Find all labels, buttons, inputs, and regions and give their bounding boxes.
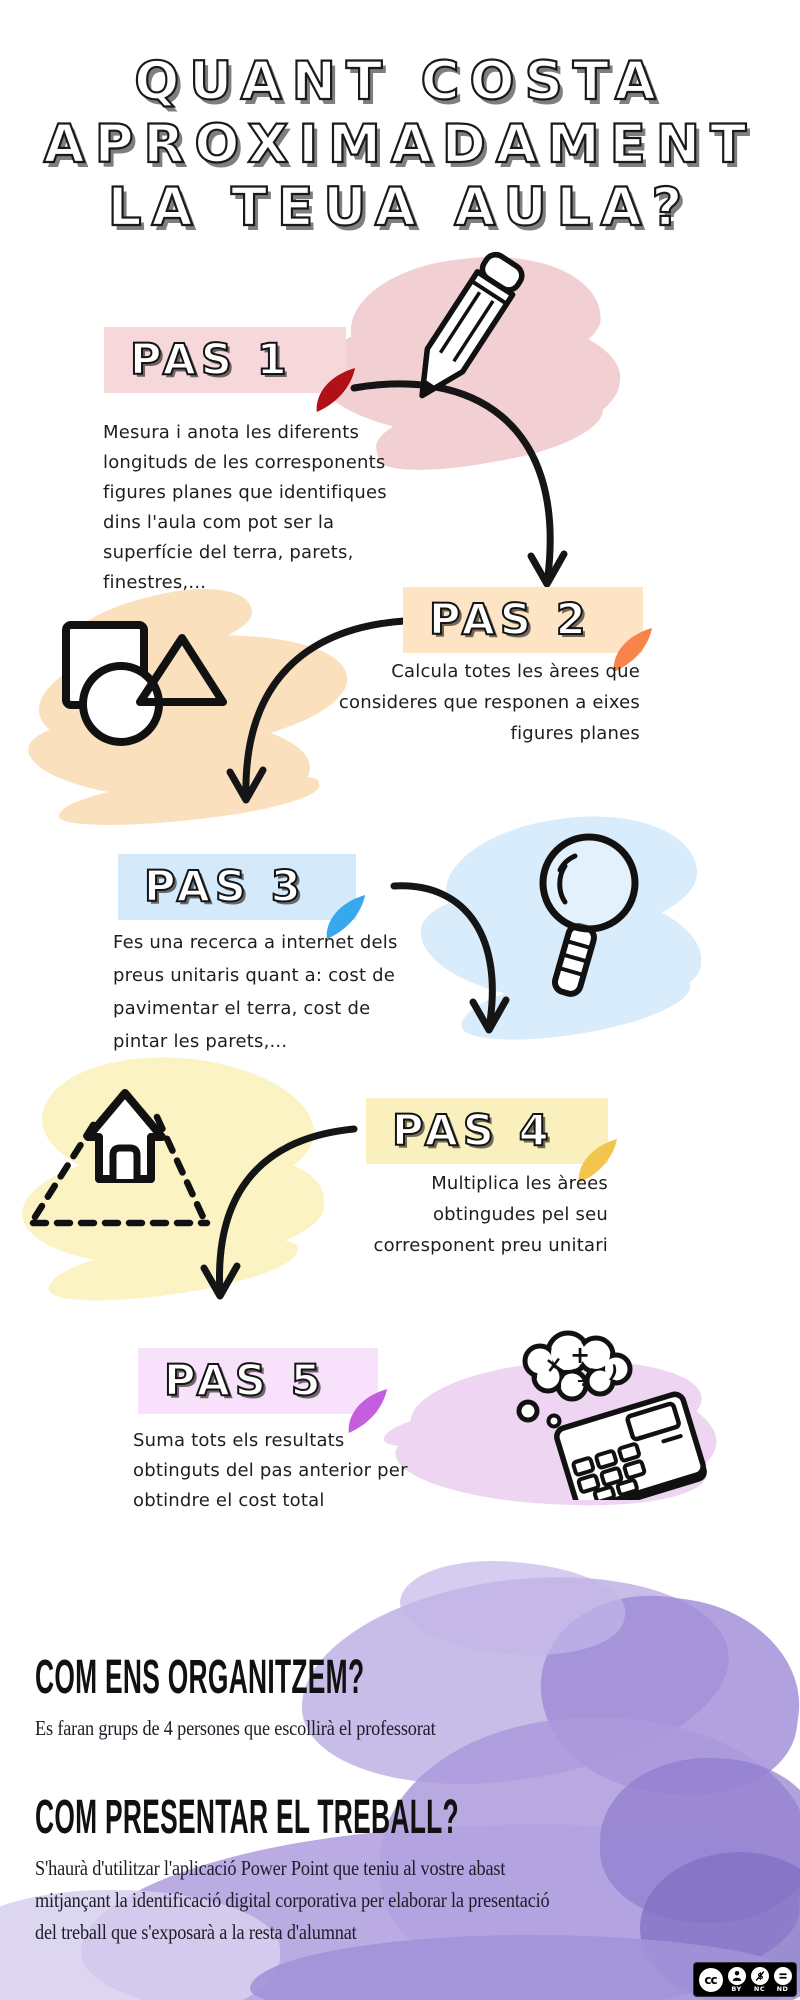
title-line-2: APROXIMADAMENT — [43, 113, 757, 176]
step-2-description: Calcula totes les àrees que consideres q… — [338, 661, 640, 744]
arrow-step2-to-step3 — [226, 617, 408, 804]
title-line-3: LA TEUA AULA? — [107, 176, 693, 239]
cc-logo-icon: cc — [698, 1967, 723, 1992]
calculator-icon: × + ÷ ) — [468, 1315, 718, 1516]
fold-corner-icon — [326, 894, 366, 940]
title-line-1: QUANT COSTA — [133, 50, 666, 113]
step-label-text: PAS 2 — [428, 594, 591, 646]
section-heading-organitzem: COM ENS ORGANITZEM? — [35, 1651, 365, 1704]
fold-corner-icon — [316, 367, 356, 413]
step-label-text: PAS 1 — [129, 334, 292, 386]
cc-license-badge[interactable]: cc BY $ NC ND — [693, 1962, 797, 1997]
arrow-step4-to-step5 — [200, 1125, 358, 1300]
section-body-presentar: S'haurà d'utilitzar l'aplicació Power Po… — [35, 1856, 550, 1944]
cc-nc-dollar-icon: $ — [750, 1966, 769, 1985]
step-label-pas-2: PAS 2 — [403, 587, 653, 673]
step-label-text: PAS 5 — [163, 1355, 326, 1407]
cc-nd-item: ND — [773, 1966, 792, 1993]
cc-nc-item: $ NC — [750, 1966, 769, 1993]
cc-nd-label: ND — [776, 1984, 789, 1993]
fold-corner-icon — [578, 1138, 618, 1184]
step-label-pas-1: PAS 1 — [104, 327, 356, 413]
step-5-description: Suma tots els resultats obtinguts del pa… — [133, 1430, 408, 1511]
section-heading-presentar: COM PRESENTAR EL TREBALL? — [35, 1791, 459, 1844]
step-3-description: Fes una recerca a internet dels preus un… — [113, 932, 398, 1052]
geometric-shapes-icon — [50, 610, 235, 764]
svg-text:+: + — [570, 1341, 590, 1369]
fold-corner-icon — [348, 1388, 388, 1434]
cc-by-person-icon — [727, 1966, 746, 1985]
cc-by-label: BY — [731, 1984, 742, 1993]
svg-text:$: $ — [757, 1972, 763, 1982]
purple-watercolor — [0, 1890, 280, 2000]
magnifier-icon — [505, 828, 655, 1012]
fold-corner-icon — [613, 627, 653, 673]
step-label-pas-4: PAS 4 — [366, 1098, 618, 1184]
cc-nd-equals-icon — [773, 1966, 792, 1985]
svg-text:×: × — [543, 1352, 565, 1379]
step-label-pas-3: PAS 3 — [118, 854, 366, 940]
page-title: QUANT COSTA APROXIMADAMENT LA TEUA AULA? — [0, 50, 800, 239]
step-label-text: PAS 3 — [143, 861, 306, 913]
step-4-description: Multiplica les àrees obtingudes pel seu … — [373, 1173, 608, 1256]
house-icon — [25, 1075, 240, 1249]
step-label-text: PAS 4 — [391, 1105, 554, 1157]
arrow-step1-to-step2 — [350, 380, 568, 588]
section-body-organitzem: Es faran grups de 4 persones que escolli… — [35, 1716, 436, 1740]
cc-by-item: BY — [727, 1966, 746, 1993]
pencil-icon — [390, 241, 538, 422]
cc-nc-label: NC — [753, 1984, 766, 1993]
svg-text:÷: ÷ — [576, 1371, 591, 1392]
step-label-pas-5: PAS 5 — [138, 1348, 388, 1434]
step-1-description: Mesura i anota les diferents longituds d… — [103, 422, 387, 593]
arrow-step3-to-step4 — [390, 882, 510, 1034]
